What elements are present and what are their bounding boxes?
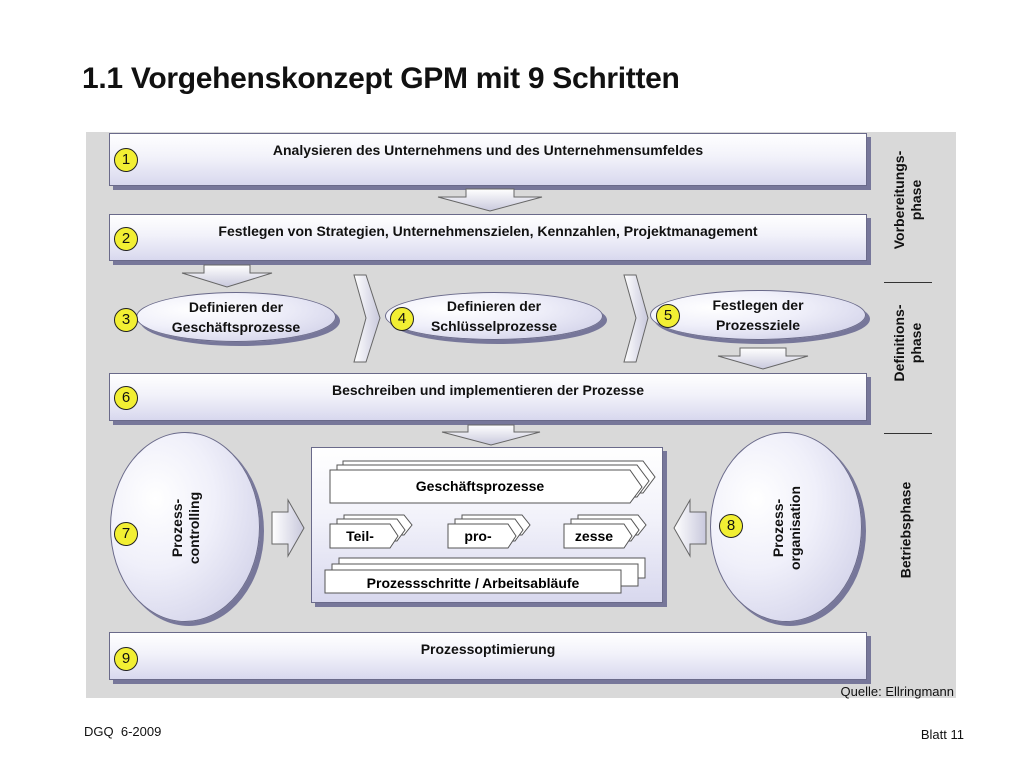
phase-divider-2 xyxy=(884,433,932,434)
phase-2-line1: Definitions- xyxy=(891,304,907,382)
center-top-label: Geschäftsprozesse xyxy=(415,478,545,494)
step-5-badge: 5 xyxy=(656,304,680,328)
pro-front xyxy=(447,523,517,549)
step-3-line2: Geschäftsprozesse xyxy=(171,319,301,335)
step-1-badge: 1 xyxy=(114,148,138,172)
center-bottom-label: Prozessschritte / Arbeitsabläufe xyxy=(366,575,580,591)
zesse-front xyxy=(563,523,633,549)
step-6-box: Beschreiben und implementieren der Proze… xyxy=(109,373,867,421)
phase-1-line2: phase xyxy=(908,179,924,221)
page-title: 1.1 Vorgehenskonzept GPM mit 9 Schritten xyxy=(82,62,680,95)
footer-right: Blatt 11 xyxy=(920,727,964,742)
step-6-badge: 6 xyxy=(114,386,138,410)
step-2-box: Festlegen von Strategien, Unternehmenszi… xyxy=(109,214,867,261)
step-4-line2: Schlüsselprozesse xyxy=(430,318,558,334)
arrow-right-7 xyxy=(271,498,305,558)
source-note: Quelle: Ellringmann xyxy=(840,684,954,699)
footer-left: DGQ 6-2009 xyxy=(84,724,162,739)
phase-2-line2: phase xyxy=(908,322,924,364)
step-6-label: Beschreiben und implementieren der Proze… xyxy=(332,382,644,398)
phase-definition: Definitions-phase xyxy=(891,305,925,382)
step-3-badge: 3 xyxy=(114,308,138,332)
arrow-left-8 xyxy=(673,498,707,558)
step-7-badge: 7 xyxy=(114,522,138,546)
phase-1-line1: Vorbereitungs- xyxy=(891,150,907,250)
step-2-label: Festlegen von Strategien, Unternehmenszi… xyxy=(218,223,758,239)
step-1-label: Analysieren des Unternehmens und des Unt… xyxy=(272,142,704,158)
phase-divider-1 xyxy=(884,282,932,283)
step-9-label: Prozessoptimierung xyxy=(420,641,556,657)
step-5-line1: Festlegen der xyxy=(712,297,804,313)
step-5-line2: Prozessziele xyxy=(715,317,801,333)
step-2-badge: 2 xyxy=(114,227,138,251)
center-sub3-label: zesse xyxy=(574,528,614,544)
step-8-badge: 8 xyxy=(719,514,743,538)
arrow-down-1 xyxy=(437,188,543,212)
step-1-box: Analysieren des Unternehmens und des Unt… xyxy=(109,133,867,186)
step-9-box: Prozessoptimierung xyxy=(109,632,867,680)
phase-operation: Betriebsphase xyxy=(897,481,914,579)
arrow-down-6 xyxy=(441,424,541,446)
center-sub2-label: pro- xyxy=(464,528,492,544)
step-4-line1: Definieren der xyxy=(446,298,542,314)
arrow-down-2 xyxy=(181,264,273,288)
gp-stack-front xyxy=(329,469,643,504)
arrow-right-3-4 xyxy=(353,274,381,363)
center-sub1-label: Teil- xyxy=(346,528,374,544)
arrow-right-4-5 xyxy=(623,274,649,363)
step-3-line1: Definieren der xyxy=(188,299,284,315)
arrow-down-5 xyxy=(717,347,809,370)
teil-front xyxy=(329,523,399,549)
step-4-badge: 4 xyxy=(390,307,414,331)
step-9-badge: 9 xyxy=(114,647,138,671)
phase-preparation: Vorbereitungs-phase xyxy=(891,151,925,250)
steps-front xyxy=(324,569,622,594)
